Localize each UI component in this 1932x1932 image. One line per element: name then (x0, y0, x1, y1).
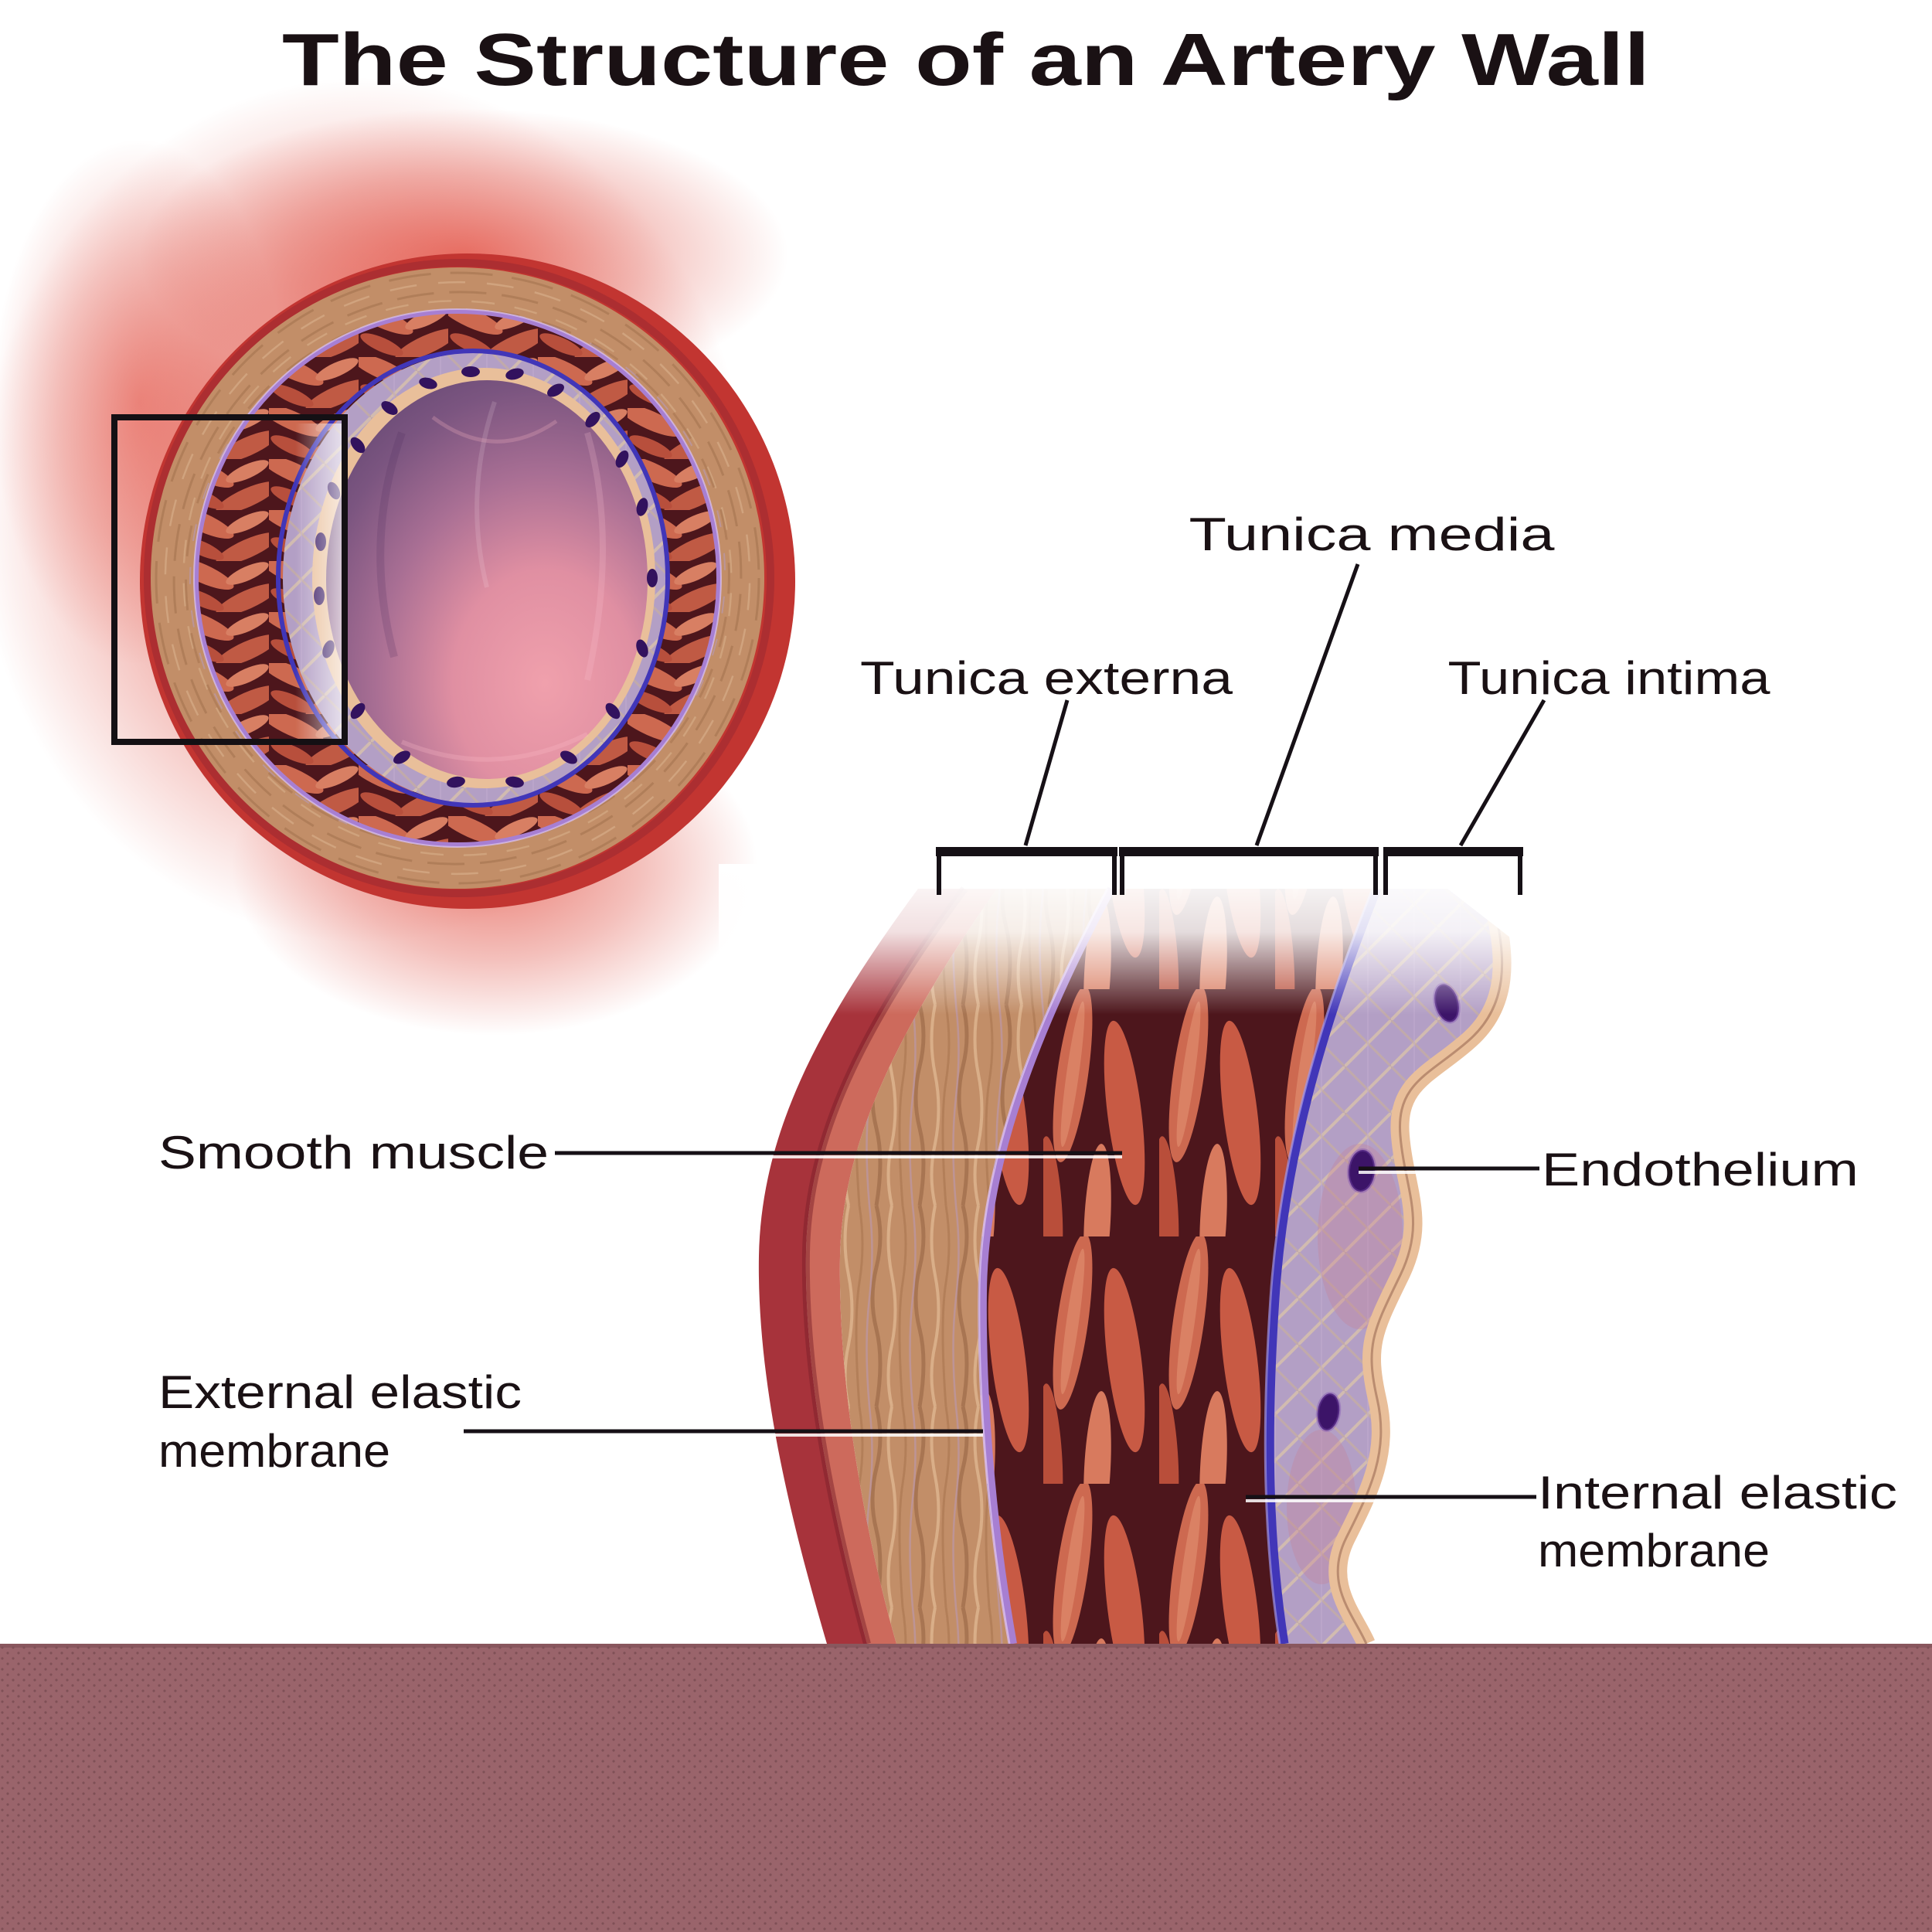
figure-title: The Structure of an Artery Wall (282, 19, 1650, 101)
external-elastic-membrane-ring (194, 309, 721, 847)
outer-red-layer (758, 889, 964, 1644)
label-endothelium: Endothelium (1542, 1144, 1859, 1196)
magnified-wall-section (719, 864, 1662, 1648)
lumen (326, 380, 648, 779)
label-smooth-muscle: Smooth muscle (158, 1127, 549, 1179)
external-elastic-membrane-line (978, 886, 1115, 1645)
inset-rectangle (111, 414, 348, 745)
leader-tunica-externa (1023, 699, 1070, 846)
label-tunica-intima: Tunica intima (1448, 652, 1771, 704)
leader-tunica-intima (1458, 699, 1546, 847)
externa-fibers (155, 271, 760, 885)
red-strip-layer (805, 889, 997, 1644)
artery-cross-section (111, 253, 795, 909)
label-internal-elastic-line1: Internal elastic (1538, 1467, 1897, 1519)
label-tunica-media: Tunica media (1189, 509, 1556, 560)
label-internal-elastic-line2: membrane (1538, 1525, 1770, 1577)
label-external-elastic-line1: External elastic (158, 1366, 522, 1418)
lumen-texture (376, 401, 606, 762)
bottom-band (0, 1644, 1932, 1932)
label-external-elastic-line2: membrane (158, 1425, 390, 1477)
label-tunica-externa: Tunica externa (860, 652, 1233, 704)
layer-brackets (936, 847, 1523, 895)
leader-lines (464, 563, 1546, 1502)
internal-elastic-membrane-ring (276, 349, 670, 808)
inset-glow (295, 423, 343, 739)
wedge-corner-cut (1416, 864, 1611, 1016)
leader-tunica-media (1254, 563, 1360, 846)
